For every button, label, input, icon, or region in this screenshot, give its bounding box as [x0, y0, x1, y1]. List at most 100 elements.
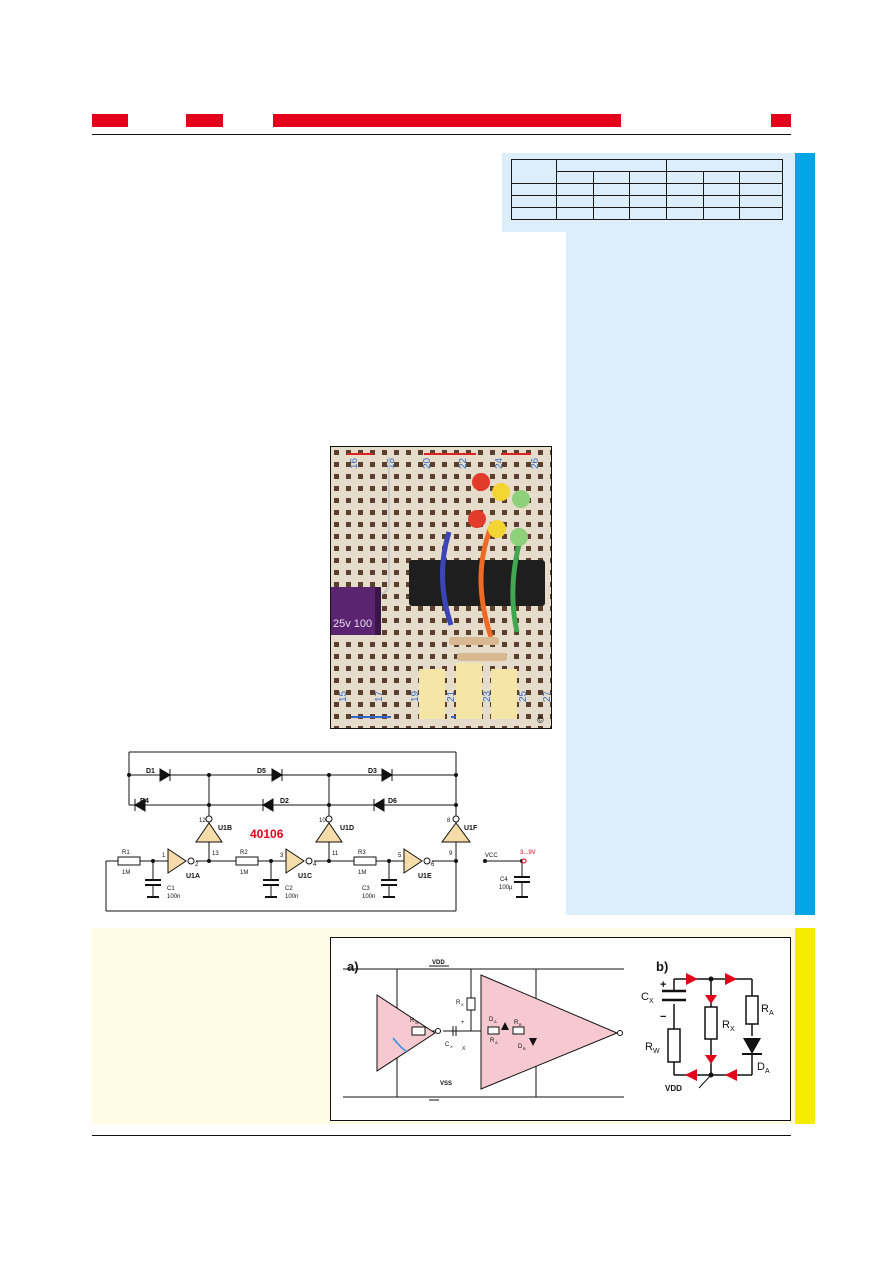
capacitor-ref: C1 [167, 886, 175, 892]
diode-label: D5 [257, 768, 266, 775]
cx-label-b: C [641, 991, 649, 1003]
footer-rule [92, 1135, 791, 1136]
column-number: 16 [349, 457, 360, 469]
rx-label-b: R [722, 1019, 730, 1031]
rx-resistor-b [704, 1006, 718, 1040]
gate-label: U1A [186, 873, 200, 880]
resistor-value: 1M [358, 870, 366, 876]
diode-label: D6 [388, 798, 397, 805]
breadboard-photo: 16 18 20 22 24 26 15 17 19 21 23 25 27 2… [330, 446, 552, 729]
gate-label: U1F [464, 825, 478, 832]
column-number: 18 [386, 457, 397, 469]
pin-number: 2 [195, 862, 199, 868]
rx-label: R [456, 1000, 461, 1006]
column-number: 19 [410, 690, 421, 702]
pin-number: 4 [313, 862, 317, 868]
plus-sign: + [461, 1020, 465, 1026]
column-number: 22 [458, 457, 469, 469]
pin-number: 13 [212, 851, 219, 857]
header-block-2 [186, 114, 223, 127]
info-panel [566, 232, 795, 915]
da-subscript-b: A [765, 1068, 770, 1075]
rw-label: R [410, 1018, 415, 1024]
resistor-value: 1M [122, 870, 130, 876]
inverter-triangle-right [480, 974, 619, 1090]
column-number: 26 [530, 457, 541, 469]
yellow-edge-bar [795, 928, 815, 1124]
figure-a-label: a) [347, 959, 359, 974]
pin-number: 5 [398, 853, 402, 859]
breadboard-drawing: 16 18 20 22 24 26 15 17 19 21 23 25 27 2… [331, 447, 552, 728]
chip-label: 40106 [250, 827, 284, 841]
da-label: D [489, 1017, 494, 1023]
table-row [511, 195, 783, 208]
rb-subscript: B [519, 1022, 522, 1027]
table-row [512, 171, 783, 184]
resistor-ref: R2 [240, 850, 248, 856]
column-number: 25 [518, 690, 529, 702]
rb-label: R [514, 1020, 519, 1026]
gate-label: U1D [340, 825, 354, 832]
electrolytic-capacitor: 25v 100 [331, 587, 381, 635]
da-label-b: D [757, 1061, 765, 1073]
gate-label: U1B [218, 825, 232, 832]
header-block-1 [92, 114, 128, 127]
pin-number: 11 [332, 851, 339, 857]
resistor-ref: R1 [122, 850, 130, 856]
da-subscript: A [494, 1019, 497, 1024]
diode-da-b [743, 1038, 761, 1054]
capacitor-ref: C3 [362, 886, 370, 892]
column-number: 27 [542, 690, 552, 702]
rw-label-b: R [645, 1041, 653, 1053]
header-block-3 [273, 114, 621, 127]
table-row [511, 207, 783, 220]
header-block-4 [771, 114, 791, 127]
spec-table [511, 159, 783, 220]
db-subscript: B [523, 1046, 526, 1051]
cx-label: C [445, 1042, 450, 1048]
column-number: 20 [422, 457, 433, 469]
pin-number: 3 [280, 853, 284, 859]
ra-resistor-b [745, 995, 759, 1025]
table-row [511, 183, 783, 196]
resistor-ref: R3 [358, 850, 366, 856]
plus-sign-b: + [660, 979, 666, 991]
input-stage-diagram: a) VDD VSS [343, 959, 774, 1101]
ra-subscript: A [495, 1040, 498, 1045]
gate-label: U1C [298, 873, 312, 880]
db-label: D [518, 1044, 523, 1050]
capacitor-ref: C2 [285, 886, 293, 892]
rx-subscript-b: X [730, 1026, 735, 1033]
cx-subscript: X [450, 1044, 453, 1049]
vdd-label: VDD [432, 960, 445, 966]
diode-label: D3 [368, 768, 377, 775]
capacitor-marking: 25v 100 [333, 618, 372, 630]
column-number: 24 [494, 457, 505, 469]
pin-number: 9 [449, 851, 453, 857]
pin-number: 12 [199, 818, 206, 824]
capacitor-value: 100n [285, 894, 298, 900]
vdd-label-b: VDD [665, 1084, 682, 1093]
ra-label-b: R [761, 1003, 769, 1015]
diode-label: D1 [146, 768, 155, 775]
pin-number: 10 [319, 818, 326, 824]
supply-label: VCC [485, 853, 498, 859]
rw-subscript: W [415, 1020, 419, 1025]
ic-chip [409, 560, 545, 606]
supply-voltage: 3...9V [520, 850, 536, 856]
ra-label: R [490, 1038, 495, 1044]
x-mark: X [462, 1046, 466, 1052]
column-number: 23 [482, 690, 493, 702]
input-stage-figure: a) VDD VSS [330, 937, 791, 1121]
diode-label: D4 [140, 798, 149, 805]
copyright-mark: © [537, 715, 544, 725]
vss-label: VSS [440, 1081, 452, 1087]
column-number: 15 [338, 690, 349, 702]
table-row [511, 159, 783, 184]
pin-number: 1 [162, 853, 166, 859]
circuit-schematic: D1 D5 D3 D4 D2 D6 U1A U1B U1C U1D U1E U1… [105, 751, 536, 912]
rx-subscript: X [461, 1002, 464, 1007]
pin-number: 6 [431, 862, 435, 868]
figure-b-label: b) [656, 959, 668, 974]
pin-number: 8 [447, 818, 451, 824]
